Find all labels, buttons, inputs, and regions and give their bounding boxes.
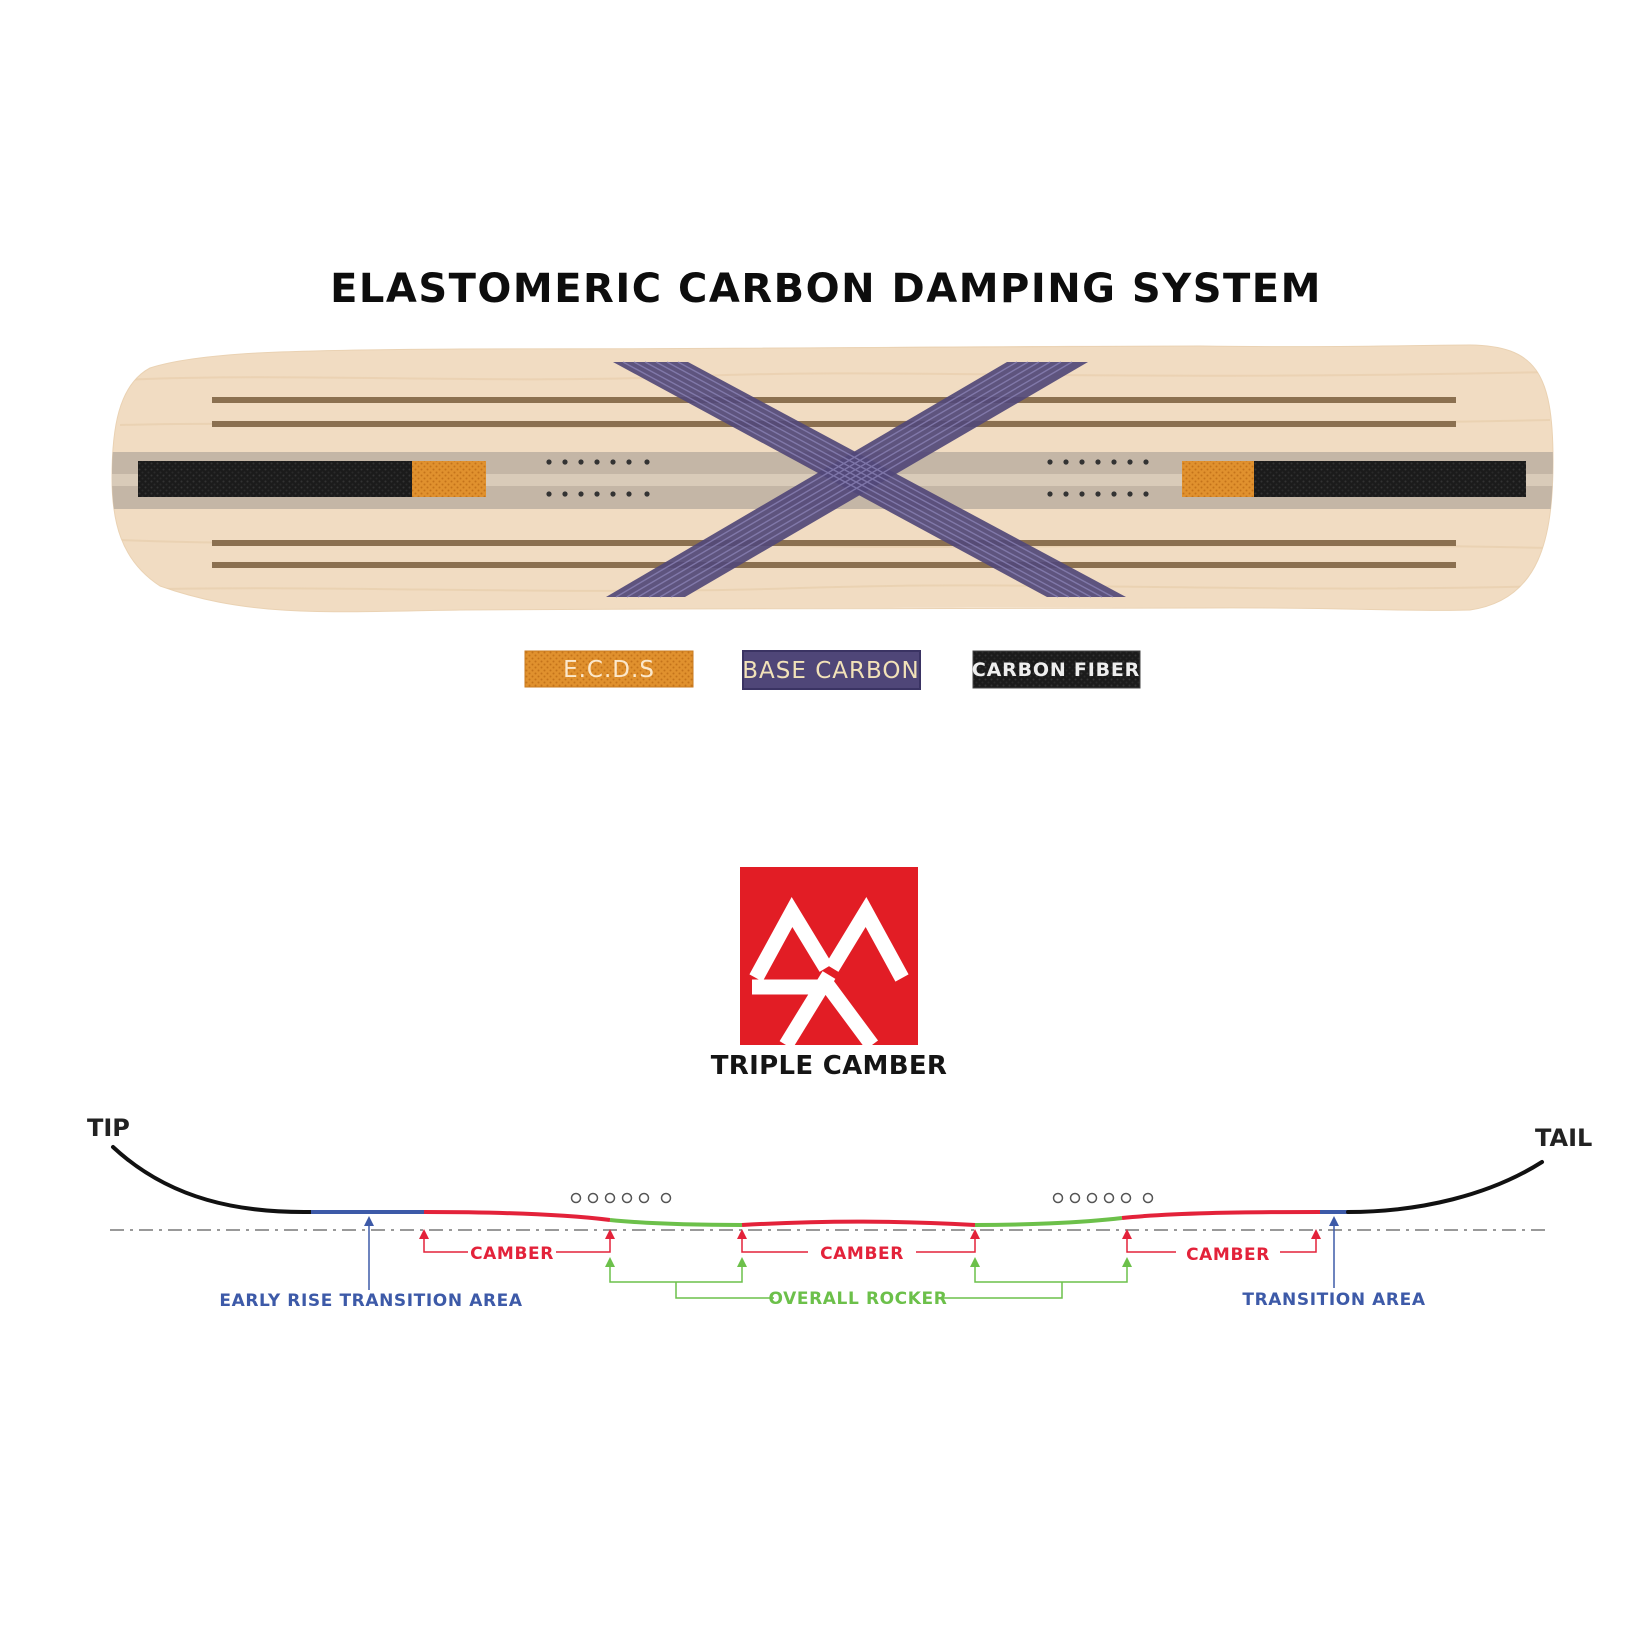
tail-curve: [1346, 1160, 1544, 1214]
insert-holes-right: [1047, 459, 1149, 497]
camber-label-center: CAMBER: [820, 1244, 904, 1264]
ecds-insert-right: [1182, 461, 1254, 497]
camber-segment-right: [1121, 1210, 1321, 1220]
insert-holes-left: [546, 459, 650, 497]
stringer-lines: [212, 397, 1456, 568]
stringer-line: [212, 540, 1456, 546]
ecds-insert-left: [412, 461, 486, 497]
legend-item-carbon-fiber: CARBON FIBER: [972, 650, 1141, 689]
rocker-bracket: [609, 1262, 1128, 1299]
camber-brackets: [423, 1234, 1317, 1253]
transition-pointers: [368, 1222, 1335, 1290]
legend-item-base-carbon: BASE CARBON: [742, 650, 921, 690]
camber-arrowheads: [419, 1229, 1321, 1239]
camber-profile: TIP TAIL: [87, 1114, 1592, 1311]
rocker-segment-left: [609, 1218, 743, 1227]
logo-caption: TRIPLE CAMBER: [711, 1051, 947, 1081]
legend-swatch-carbon-fiber: [972, 650, 1141, 689]
legend-label-ecds: E.C.D.S: [563, 657, 655, 683]
camber-label-right: CAMBER: [1186, 1245, 1270, 1265]
rocker-arrowheads: [605, 1257, 1132, 1267]
stringer-line: [212, 562, 1456, 568]
overall-rocker-label: OVERALL ROCKER: [769, 1289, 948, 1309]
tip-curve: [111, 1145, 313, 1215]
legend-label-base-carbon: BASE CARBON: [742, 658, 919, 684]
stringer-line: [212, 421, 1456, 427]
carbon-fiber-insert-left: [138, 461, 412, 497]
legend-item-ecds: E.C.D.S: [524, 650, 694, 688]
base-carbon-x: [606, 361, 1126, 598]
camber-segment-left: [423, 1210, 611, 1222]
legend-swatch-base-carbon: [742, 650, 921, 690]
diagram-title: ELASTOMERIC CARBON DAMPING SYSTEM: [330, 266, 1322, 312]
legend-label-carbon-fiber: CARBON FIBER: [972, 659, 1140, 681]
stringer-line: [212, 397, 1456, 403]
rocker-segment-right: [974, 1216, 1123, 1227]
snowboard-top-view: [111, 344, 1554, 613]
tip-label: TIP: [87, 1114, 130, 1142]
carbon-fiber-insert-right: [1254, 461, 1526, 497]
early-rise-transition-label: EARLY RISE TRANSITION AREA: [219, 1291, 522, 1311]
transition-arrowheads: [364, 1216, 1339, 1226]
camber-segment-center: [741, 1219, 976, 1227]
triple-camber-logo: TRIPLE CAMBER: [711, 867, 947, 1081]
binding-holes-left: [570, 1192, 672, 1204]
binding-holes-right: [1052, 1192, 1154, 1204]
camber-label-left: CAMBER: [470, 1244, 554, 1264]
tail-label: TAIL: [1535, 1124, 1592, 1152]
legend: E.C.D.S BASE CARBON CARBON FIBER: [524, 650, 1141, 690]
legend-swatch-ecds: [524, 650, 694, 688]
transition-area-label: TRANSITION AREA: [1242, 1290, 1425, 1310]
logo-triangles-mark: [749, 896, 909, 1050]
